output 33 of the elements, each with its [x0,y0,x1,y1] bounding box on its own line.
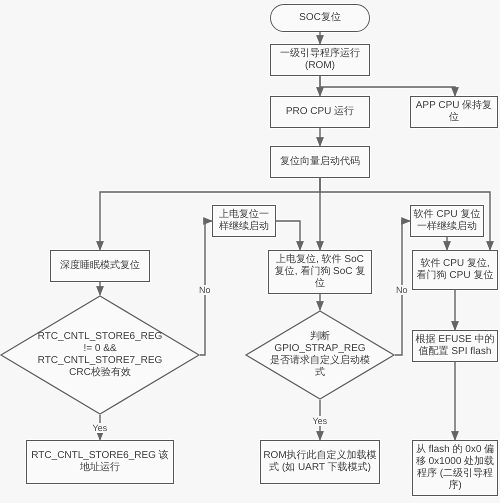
process-box: 上电复位一样继续启动 [212,205,276,237]
arrow [319,178,494,251]
edge-label: No [198,285,212,295]
process-box: 上电复位, 软件 SoC 复位, 看门狗 SoC 复位 [268,250,372,294]
process-box: 根据 EFUSE 中的值配置 SPI flash [412,330,498,362]
arrow [276,220,304,251]
decision-text: RTC_CNTL_STORE6_REG != 0 && RTC_CNTL_STORE7_REG CRC校验有效 [36,331,164,379]
edge-label: Yes [92,423,108,433]
edge-label: Yes [312,416,328,426]
process-box: PRO CPU 运行 [270,96,370,128]
arrow [451,290,459,331]
arrow [319,76,459,97]
process-box: APP CPU 保持复位 [410,96,498,128]
decision-text: 判断GPIO_STRAP_REG 是否请求自定义启动模式 [270,331,370,379]
arrow [316,400,324,441]
arrow [316,128,324,147]
start-terminal: SOC复位 [270,4,370,32]
process-box: RTC_CNTL_STORE6_REG 该地址运行 [26,440,174,484]
arrow [316,294,324,311]
arrow [316,32,324,45]
arrow [200,217,213,356]
process-box: 软件 CPU 复位一样继续启动 [410,205,484,237]
arrow [451,362,459,441]
process-box: 从 flash 的 0x0 偏移 0x1000 处加载程序 (二级引导程序) [412,440,498,496]
edge-label: No [395,285,409,295]
process-box: 深度睡眠模式复位 [50,250,150,282]
arrow [96,282,104,296]
process-box: 一级引导程序运行 (ROM) [270,44,370,76]
arrow [395,217,411,356]
process-box: ROM执行此自定义加载模式 (如 UART 下载模式) [260,440,380,484]
process-box: 软件 CPU 复位, 看门狗 CPU 复位 [412,250,498,290]
process-box: 复位向量启动代码 [270,146,370,178]
arrow [443,237,451,251]
